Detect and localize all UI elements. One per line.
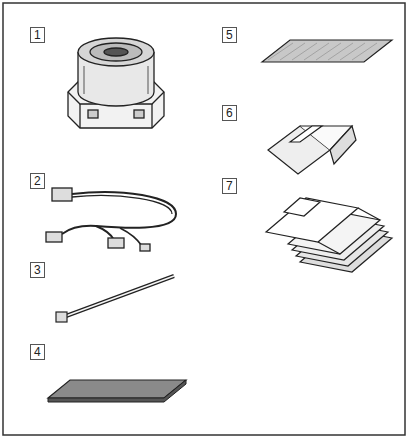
- booklet: [266, 198, 392, 272]
- callout-number: 2: [30, 173, 45, 189]
- sheet: [262, 40, 392, 62]
- callout-number: 7: [222, 178, 237, 194]
- callout-number: 4: [30, 344, 45, 360]
- cable-tie: [56, 276, 174, 322]
- siren-unit: [68, 38, 164, 128]
- callout-number: 3: [30, 262, 45, 278]
- frame-border: [3, 3, 405, 435]
- callout-number: 1: [30, 27, 45, 43]
- callout-number: 6: [222, 105, 237, 121]
- folded-card: [268, 126, 356, 174]
- wire-harness: [46, 188, 176, 251]
- callout-number: 5: [222, 27, 237, 43]
- adhesive-pad: [48, 380, 186, 402]
